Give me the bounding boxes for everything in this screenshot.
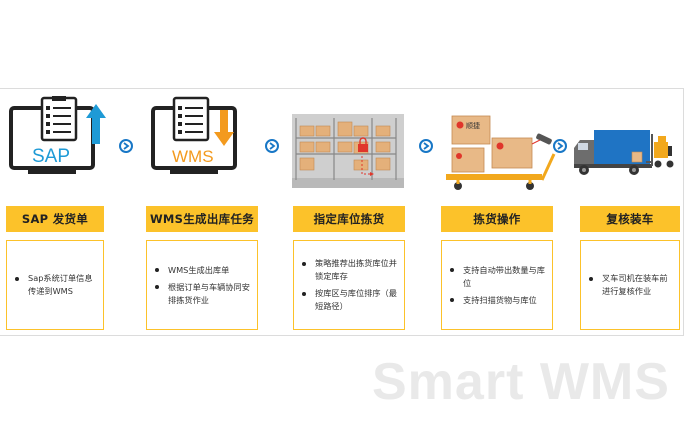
- picking-cart-scanner-icon: 顺捷: [442, 96, 560, 194]
- bullet-dot-icon: [302, 291, 306, 296]
- bullet-item: 支持扫描货物与库位: [450, 294, 546, 307]
- bullet-item: WMS生成出库单: [155, 264, 251, 277]
- bullet-dot-icon: [450, 268, 454, 272]
- step-description: 叉车司机在装车前进行复核作业: [580, 240, 680, 330]
- bullet-item: 策略推荐出拣货库位并锁定库存: [302, 257, 398, 283]
- bullet-dot-icon: [302, 261, 306, 266]
- warehouse-shelving-icon: [292, 96, 404, 194]
- step-description: Sap系统订单信息传递到WMS: [6, 240, 104, 330]
- wms-screen-label: WMS: [172, 147, 214, 166]
- step-title: SAP 发货单: [6, 206, 104, 232]
- wms-monitor-download-icon: WMS: [150, 96, 250, 194]
- bullet-item: 按库区与库位排序（最短路径）: [302, 287, 398, 313]
- step-description: 策略推荐出拣货库位并锁定库存 按库区与库位排序（最短路径）: [293, 240, 405, 330]
- truck-forklift-icon: [572, 96, 682, 194]
- step-description: 支持自动带出数量与库位 支持扫描货物与库位: [441, 240, 553, 330]
- bullet-item: 根据订单与车辆协同安排拣货作业: [155, 281, 251, 307]
- step-title: 复核装车: [580, 206, 680, 232]
- step-title: 指定库位拣货: [293, 206, 405, 232]
- bullet-item: 支持自动带出数量与库位: [450, 264, 546, 290]
- bullet-item: Sap系统订单信息传递到WMS: [15, 272, 97, 298]
- next-step-arrow-icon: [119, 139, 133, 153]
- step-title: WMS生成出库任务: [146, 206, 258, 232]
- sap-monitor-upload-icon: SAP: [8, 96, 108, 194]
- step-title: 拣货操作: [441, 206, 553, 232]
- step-description: WMS生成出库单 根据订单与车辆协同安排拣货作业: [146, 240, 258, 330]
- sap-screen-label: SAP: [32, 146, 70, 167]
- bullet-dot-icon: [155, 285, 159, 289]
- bullet-dot-icon: [15, 276, 19, 281]
- box-label: 顺捷: [466, 121, 480, 130]
- bullet-dot-icon: [155, 268, 159, 272]
- watermark-text: Smart WMS: [372, 353, 670, 411]
- bullet-item: 叉车司机在装车前进行复核作业: [589, 272, 673, 298]
- next-step-arrow-icon: [553, 139, 567, 153]
- next-step-arrow-icon: [265, 139, 279, 153]
- next-step-arrow-icon: [419, 139, 433, 153]
- bullet-dot-icon: [589, 276, 593, 281]
- bullet-dot-icon: [450, 298, 454, 302]
